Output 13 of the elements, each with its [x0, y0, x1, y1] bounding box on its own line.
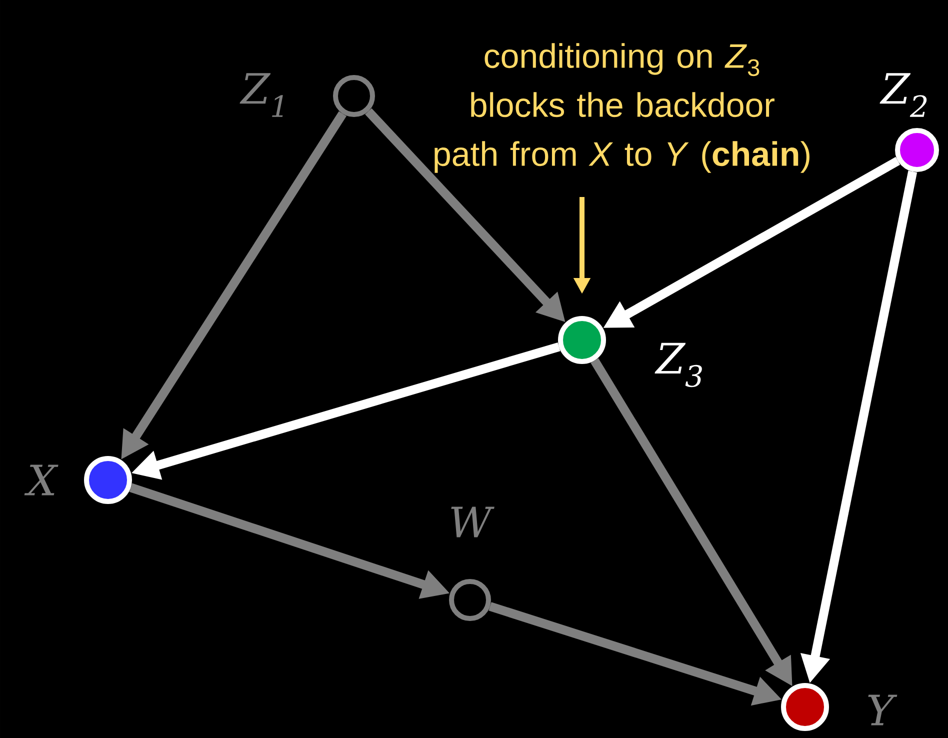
- hollow-circle: [449, 579, 491, 621]
- variable-label: Z$_{3}$: [654, 342, 702, 388]
- variable-circle: [781, 683, 829, 731]
- variable-circle: [895, 128, 939, 172]
- variable-label: X: [24, 464, 58, 496]
- annotation-text: conditioning on Z$_{3}$ blocks the backdoor path from X to Y (chain): [434, 43, 810, 173]
- variable-label: Y: [868, 694, 898, 726]
- variable-label: Z$_{1}$: [240, 73, 283, 117]
- variable-circle: [558, 316, 606, 364]
- variable-label: W: [451, 506, 494, 538]
- variable-label: Z$_{2}$: [880, 73, 927, 117]
- variable-circle: [84, 456, 132, 504]
- hollow-circle: [333, 75, 375, 117]
